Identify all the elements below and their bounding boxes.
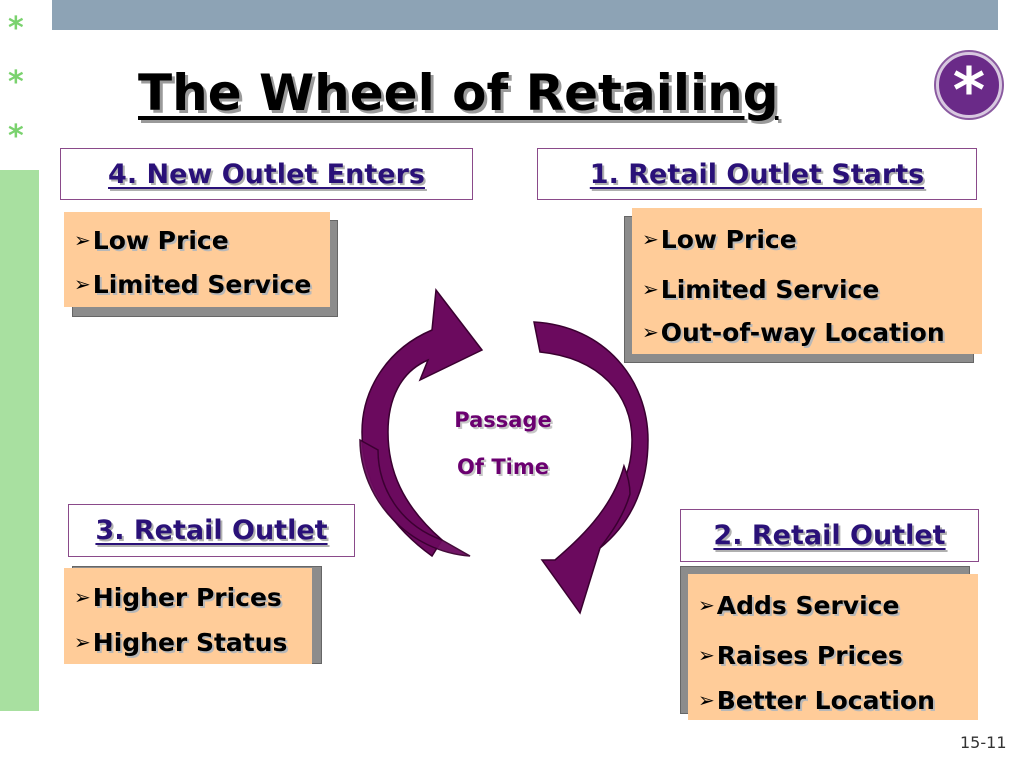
asterisk-icon: * — [936, 52, 1002, 127]
arrowhead-bullet-icon: ➢ — [698, 593, 715, 617]
stage-2-heading: 2. Retail Outlet — [680, 509, 979, 562]
center-text-line-2: Of Time — [457, 455, 549, 479]
bullet-item: ➢Better Location — [698, 680, 968, 720]
bullet-text: Higher Prices — [92, 582, 282, 612]
stage-1-heading: 1. Retail Outlet Starts — [537, 148, 977, 200]
bullet-text: Raises Prices — [716, 640, 903, 670]
arrowhead-bullet-icon: ➢ — [642, 320, 659, 344]
bullet-item: ➢Limited Service — [74, 262, 320, 306]
stage-4-bullets: ➢Low Price ➢Limited Service — [64, 212, 330, 307]
side-star-2: * — [8, 65, 24, 100]
arrowhead-bullet-icon: ➢ — [74, 630, 91, 654]
center-text-line-1: Passage — [454, 408, 552, 432]
side-star-3: * — [8, 119, 24, 154]
arrowhead-bullet-icon: ➢ — [74, 272, 91, 296]
bullet-text: Limited Service — [660, 274, 880, 304]
bullet-item: ➢Adds Service — [698, 580, 968, 630]
arrowhead-bullet-icon: ➢ — [74, 228, 91, 252]
arrowhead-bullet-icon: ➢ — [642, 277, 659, 301]
bullet-item: ➢Low Price — [74, 218, 320, 262]
stage-3-heading: 3. Retail Outlet — [68, 504, 355, 557]
arrowhead-bullet-icon: ➢ — [698, 688, 715, 712]
bullet-text: Adds Service — [716, 590, 900, 620]
stage-4-heading: 4. New Outlet Enters — [60, 148, 473, 200]
bullet-text: Low Price — [92, 225, 229, 255]
arrowhead-bullet-icon: ➢ — [74, 585, 91, 609]
arrowhead-bullet-icon: ➢ — [698, 643, 715, 667]
bullet-text: Out-of-way Location — [660, 317, 945, 347]
bullet-text: Limited Service — [92, 269, 312, 299]
cycle-arrow-bottom-right — [540, 463, 631, 615]
bullet-item: ➢Higher Status — [74, 620, 302, 664]
arrowhead-bullet-icon: ➢ — [642, 227, 659, 251]
cycle-arrow-bottom-left — [359, 438, 471, 557]
bullet-item: ➢Higher Prices — [74, 574, 302, 620]
bullet-text: Better Location — [716, 685, 935, 715]
bullet-item: ➢Limited Service — [642, 264, 972, 314]
bullet-text: Higher Status — [92, 627, 288, 657]
badge-symbol: * — [952, 54, 986, 127]
stage-1-bullets: ➢Low Price ➢Limited Service ➢Out-of-way … — [632, 208, 982, 354]
bullet-item: ➢Raises Prices — [698, 630, 968, 680]
side-star-1: * — [8, 11, 24, 46]
bullet-item: ➢Out-of-way Location — [642, 314, 972, 350]
bullet-item: ➢Low Price — [642, 214, 972, 264]
stage-3-bullets: ➢Higher Prices ➢Higher Status — [64, 568, 312, 664]
page-number: 15-11 — [960, 733, 1007, 752]
slide-title: The Wheel of Retailing — [138, 64, 779, 122]
stage-2-bullets: ➢Adds Service ➢Raises Prices ➢Better Loc… — [688, 574, 978, 720]
top-decor-bar — [52, 0, 998, 30]
bullet-text: Low Price — [660, 224, 797, 254]
left-decor-bar — [0, 170, 39, 711]
